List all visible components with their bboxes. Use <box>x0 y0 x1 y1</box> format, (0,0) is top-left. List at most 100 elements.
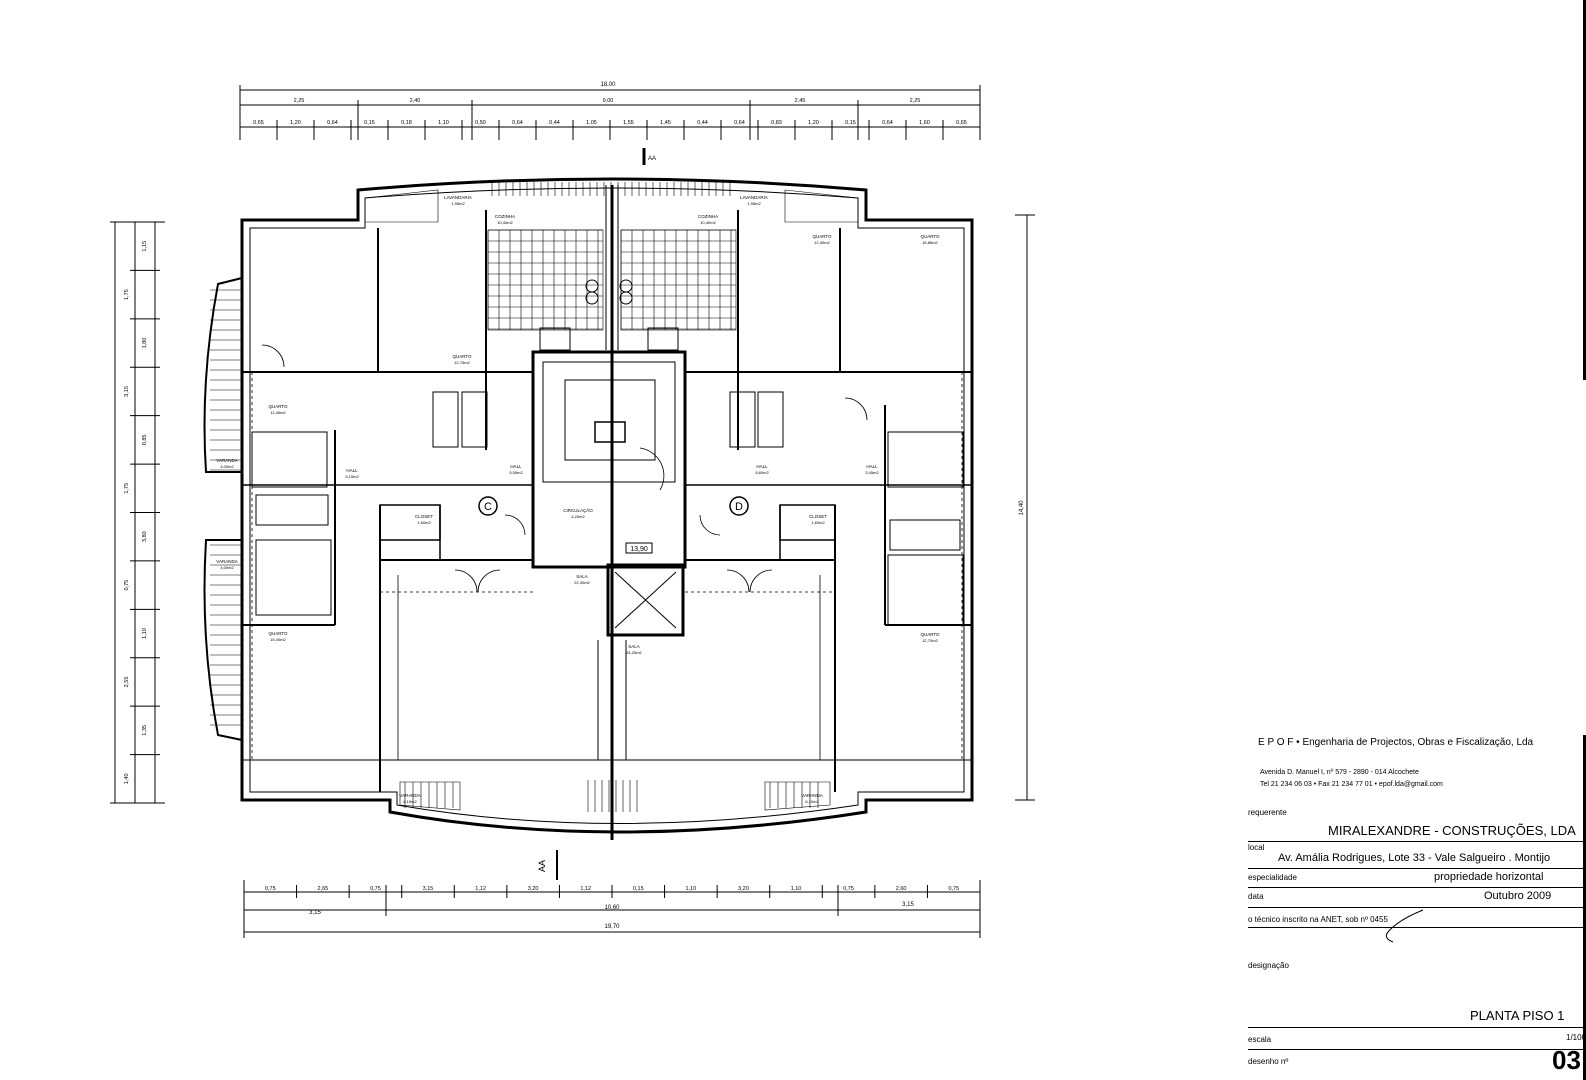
top-dim-row3-label: 1,45 <box>660 120 671 126</box>
top-dim-row3-label: 0,64 <box>512 120 523 126</box>
bottom-dim-row1-label: 1,10 <box>791 886 802 892</box>
bottom-dimension-overall: 19,70 <box>604 924 620 930</box>
top-dim-row3-label: 0,18 <box>401 120 412 126</box>
left-dim-label: 2,55 <box>124 677 130 688</box>
separator-designacao <box>1248 1027 1586 1028</box>
bottom-dim-row1-label: 1,12 <box>475 886 486 892</box>
room-area: 1,60m2 <box>811 520 825 525</box>
bottom-dim-row1-label: 0,75 <box>370 886 381 892</box>
desenho-label: desenho nº <box>1248 1057 1289 1066</box>
section-mark-top: AA <box>642 148 656 165</box>
especialidade-label: especialidade <box>1248 873 1297 882</box>
room-name: SALA <box>628 644 640 649</box>
left-dim-label: 1,40 <box>124 773 130 784</box>
room-name: QUARTO <box>920 234 940 239</box>
apartment-d-label: D <box>735 501 743 513</box>
top-dim-row3-label: 0,50 <box>475 120 486 126</box>
bottom-dim-row1-label: 0,75 <box>843 886 854 892</box>
room-name: VARANDA <box>801 793 822 798</box>
room-name: VARANDA <box>216 559 237 564</box>
title-block: E P O F • Engenharia de Projectos, Obras… <box>1248 735 1586 1080</box>
room-name: QUARTO <box>452 354 472 359</box>
room-area: 22,30m2 <box>574 580 590 585</box>
company-contacts: Tel 21 234 06 03 • Fax 21 234 77 01 • ep… <box>1260 781 1443 788</box>
top-dim-row3-label: 0,64 <box>327 120 338 126</box>
top-dim-row3-label: 1,10 <box>438 120 449 126</box>
separator-escala <box>1248 1049 1586 1050</box>
left-dim-label: 1,75 <box>124 483 130 494</box>
room-area: 3,45m2 <box>865 470 879 475</box>
apartment-c-marker: C <box>478 496 498 516</box>
room-name: CLOSET <box>809 514 827 519</box>
top-dim-row2-label: 2,45 <box>795 98 806 104</box>
bottom-dim-row1-label: 2,65 <box>317 886 328 892</box>
sheet-edge-bottom <box>1583 735 1586 1080</box>
room-name: COZINHA <box>495 214 515 219</box>
separator-data <box>1248 907 1586 908</box>
top-dim-row3-label: 0,15 <box>845 120 856 126</box>
bottom-dim-row1-label: 3,15 <box>423 886 434 892</box>
room-area: 6,10m2 <box>403 799 417 804</box>
tile-hatching <box>210 182 859 812</box>
room-area: 11,40m2 <box>270 410 286 415</box>
room-name: HALL <box>756 464 768 469</box>
bottom-dim-row1-label: 3,20 <box>528 886 539 892</box>
top-dim-row2-label: 9,00 <box>603 98 614 104</box>
room-name: QUARTO <box>268 404 288 409</box>
right-dimension <box>1015 214 1035 801</box>
room-area: 5,15m2 <box>345 474 359 479</box>
desenho-value: 03 <box>1552 1045 1581 1075</box>
stair-level-marker: 13,90 <box>625 542 653 554</box>
bottom-dimension-right: 3,15 <box>902 902 914 908</box>
room-name: SALA <box>576 574 588 579</box>
left-dimension-labels: 1,151,751,803,150,851,753,800,751,102,55… <box>124 241 148 784</box>
local-value: Av. Amália Rodrigues, Lote 33 - Vale Sal… <box>1278 852 1551 864</box>
designacao-value: PLANTA PISO 1 <box>1470 1008 1565 1023</box>
room-area: 16,85m2 <box>922 240 938 245</box>
separator-tecnico <box>1248 927 1586 928</box>
room-name: QUARTO <box>812 234 832 239</box>
right-dimension-overall: 14,40 <box>1019 500 1025 516</box>
room-area: 1,95m2 <box>451 201 465 206</box>
bottom-dimension-mid: 10,60 <box>604 905 620 911</box>
left-dim-label: 1,75 <box>124 289 130 300</box>
room-area: 4,00m2 <box>220 464 234 469</box>
especialidade-value: propriedade horizontal <box>1434 871 1544 883</box>
top-dim-row3-label: 1,20 <box>290 120 301 126</box>
bottom-dim-row1-label: 3,20 <box>738 886 749 892</box>
room-area: 12,40m2 <box>814 240 830 245</box>
bottom-dimensions <box>243 880 981 938</box>
top-dim-row2-label: 2,25 <box>910 98 921 104</box>
top-dim-row3-label: 0,65 <box>253 120 264 126</box>
room-name: HALL <box>866 464 878 469</box>
bottom-dim-row1-label: 2,60 <box>896 886 907 892</box>
room-area: 5,60m2 <box>755 470 769 475</box>
top-dimension-overall: 18,00 <box>600 82 616 88</box>
room-area: 24,25m2 <box>626 650 642 655</box>
left-dim-label: 1,15 <box>142 241 148 252</box>
top-dim-row3-label: 0,44 <box>697 120 708 126</box>
requerente-label: requerente <box>1248 808 1287 817</box>
bottom-dimension-left: 3,15 <box>309 910 321 916</box>
company-address: Avenida D. Manuel I, nº 579 - 2890 - 014… <box>1260 769 1419 776</box>
bottom-dim-row1-label: 1,10 <box>685 886 696 892</box>
room-name: LAVANDARIA <box>740 195 768 200</box>
section-mark-bottom: AA <box>537 850 558 880</box>
room-area: 12,70m2 <box>922 638 938 643</box>
escala-value: 1/100 <box>1566 1033 1586 1042</box>
escala-label: escala <box>1248 1035 1272 1044</box>
apartment-d-marker: D <box>729 496 749 516</box>
room-name: HALL <box>346 468 358 473</box>
local-label: local <box>1248 843 1265 852</box>
left-dim-label: 3,15 <box>124 386 130 397</box>
top-dim-row2-label: 2,40 <box>410 98 421 104</box>
room-area: 12,75m2 <box>454 360 470 365</box>
building-walls <box>203 177 974 840</box>
left-dim-label: 1,35 <box>142 725 148 736</box>
top-dim-row3-label: 0,83 <box>771 120 782 126</box>
bottom-dim-row1-label: 0,15 <box>633 886 644 892</box>
room-name: VARANDA <box>399 793 420 798</box>
data-value: Outubro 2009 <box>1484 890 1552 902</box>
